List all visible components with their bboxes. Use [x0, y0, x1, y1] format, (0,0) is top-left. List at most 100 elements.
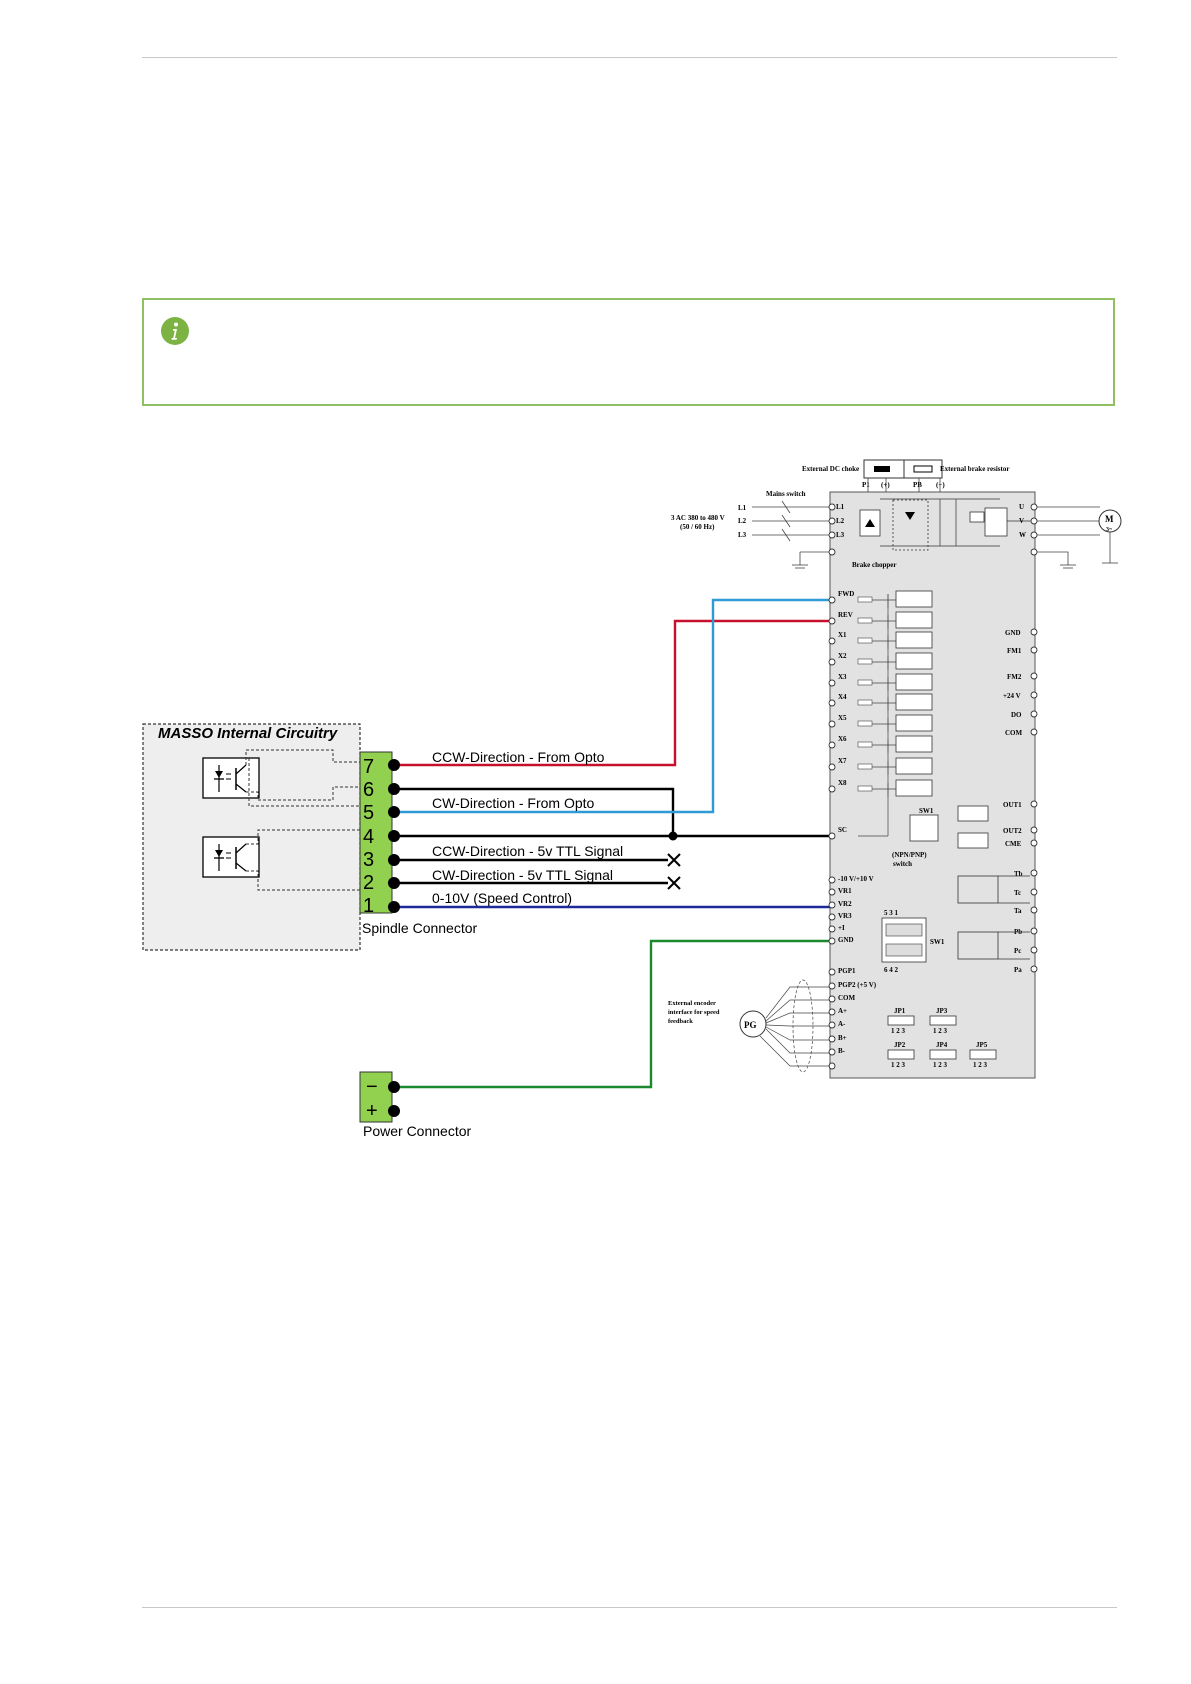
- label-brake-chopper: Brake chopper: [852, 561, 897, 569]
- di-resistor: [857, 596, 873, 603]
- terminal-gnd: GND: [838, 936, 854, 944]
- di-resistor: [857, 699, 873, 706]
- terminal-circle: [828, 741, 836, 749]
- label-sw1-top: SW1: [919, 807, 934, 815]
- terminal-circle: [1030, 965, 1038, 973]
- terminal-circle: [828, 888, 836, 896]
- terminal-circle: [828, 503, 836, 511]
- jumper-jp5: JP5: [976, 1041, 988, 1049]
- terminal-circle: [1030, 888, 1038, 896]
- jumper-pins-jp2: 1 2 3: [891, 1061, 906, 1069]
- terminal-ta: Ta: [1014, 907, 1022, 915]
- motor-m: M: [1105, 514, 1114, 524]
- terminal-circle: [828, 925, 836, 933]
- di-opto: [895, 779, 933, 797]
- power-connector-label: Power Connector: [363, 1123, 472, 1139]
- jumper-pins-jp1: 1 2 3: [891, 1027, 906, 1035]
- terminal-vr1: VR1: [838, 887, 852, 895]
- pin-1-label: 1: [363, 895, 374, 917]
- terminal-circle: [828, 699, 836, 707]
- terminal-circle: [1030, 691, 1038, 699]
- terminal-circle: [1030, 728, 1038, 736]
- terminal-a-plus: A+: [838, 1007, 847, 1015]
- terminal-circle: [1030, 710, 1038, 718]
- terminal-circle: [1030, 839, 1038, 847]
- terminal-circle: [1030, 826, 1038, 834]
- terminal-circle: [828, 913, 836, 921]
- info-callout: [142, 298, 1115, 406]
- terminal-circle: [828, 517, 836, 525]
- terminal-vr3: VR3: [838, 912, 852, 920]
- terminal-circle: [1030, 672, 1038, 680]
- terminal-circle: [828, 995, 836, 1003]
- label-sw1-analog: SW1: [930, 938, 945, 946]
- left-terminals: [828, 503, 836, 1070]
- terminal-circle: [828, 617, 836, 625]
- di-opto: [895, 652, 933, 670]
- jumper-pins-jp3: 1 2 3: [933, 1027, 948, 1035]
- terminal-circle: [828, 937, 836, 945]
- terminal-fm1: FM1: [1007, 647, 1022, 655]
- terminal-circle: [1030, 906, 1038, 914]
- terminal-do: DO: [1011, 711, 1022, 719]
- jumper-pins-jp5: 1 2 3: [973, 1061, 988, 1069]
- terminal-pc: Pc: [1014, 947, 1021, 955]
- di-opto: [895, 735, 933, 753]
- terminal-circle: [828, 785, 836, 793]
- di-resistor: [857, 637, 873, 644]
- di-opto: [895, 714, 933, 732]
- pin-7-label: 7: [363, 756, 374, 778]
- terminal-u: U: [1019, 503, 1024, 511]
- label-pb: PB: [913, 481, 922, 489]
- terminal-b-minus: B-: [838, 1047, 846, 1055]
- terminal-circle: [1030, 628, 1038, 636]
- label-l2-supply: L2: [738, 517, 747, 525]
- label-minus: (−): [936, 481, 945, 489]
- terminal-b-plus: B+: [838, 1034, 847, 1042]
- wire-cw-opto: [392, 598, 830, 814]
- optocoupler-2: [202, 836, 260, 878]
- terminal-x3: X3: [838, 673, 847, 681]
- sw-numbers-top: 5 3 1: [884, 909, 899, 917]
- terminal-circle: [828, 982, 836, 990]
- pin-4-label: 4: [363, 826, 374, 848]
- power-pin-minus: −: [366, 1076, 378, 1098]
- terminal-circle: [828, 548, 836, 556]
- terminal-right-com: COM: [1005, 729, 1023, 737]
- label-dc-choke: External DC choke: [802, 465, 859, 473]
- terminal-circle: [1030, 548, 1038, 556]
- label-ccw-opto: CCW-Direction - From Opto: [432, 749, 605, 765]
- terminal-l1: L1: [836, 503, 845, 511]
- terminal-circle: [1030, 927, 1038, 935]
- jumper-jp2: JP2: [894, 1041, 906, 1049]
- terminal-tc: Tc: [1014, 889, 1021, 897]
- terminal-circle: [1030, 517, 1038, 525]
- info-icon: [161, 317, 189, 345]
- terminal-circle: [828, 1021, 836, 1029]
- terminal-x5: X5: [838, 714, 847, 722]
- terminal-out1: OUT1: [1003, 801, 1022, 809]
- terminal-circle: [1030, 646, 1038, 654]
- vfd-diagram: External DC choke External brake resisto…: [668, 459, 1122, 1079]
- jumper-jp4: JP4: [936, 1041, 948, 1049]
- label-p1: P1: [862, 481, 870, 489]
- terminal-circle: [828, 1048, 836, 1056]
- terminal-pa: Pa: [1014, 966, 1022, 974]
- terminal-sc: SC: [838, 826, 847, 834]
- label-ccw-ttl: CCW-Direction - 5v TTL Signal: [432, 843, 623, 859]
- terminal-circle: [1030, 946, 1038, 954]
- label-l3-supply: L3: [738, 531, 747, 539]
- pin-2-label: 2: [363, 872, 374, 894]
- terminal-cme: CME: [1005, 840, 1022, 848]
- terminal-circle: [828, 876, 836, 884]
- di-opto: [895, 693, 933, 711]
- sw-numbers-bottom: 6 4 2: [884, 966, 899, 974]
- encoder-label-3: feedback: [668, 1018, 693, 1025]
- encoder-label-1: External encoder: [668, 1000, 716, 1007]
- pin-6-label: 6: [363, 779, 374, 801]
- terminal-x7: X7: [838, 757, 847, 765]
- di-opto: [895, 611, 933, 629]
- terminal-analog-range: -10 V/+10 V: [838, 875, 874, 883]
- terminal-x1: X1: [838, 631, 847, 639]
- wire-power-gnd: [392, 939, 830, 1089]
